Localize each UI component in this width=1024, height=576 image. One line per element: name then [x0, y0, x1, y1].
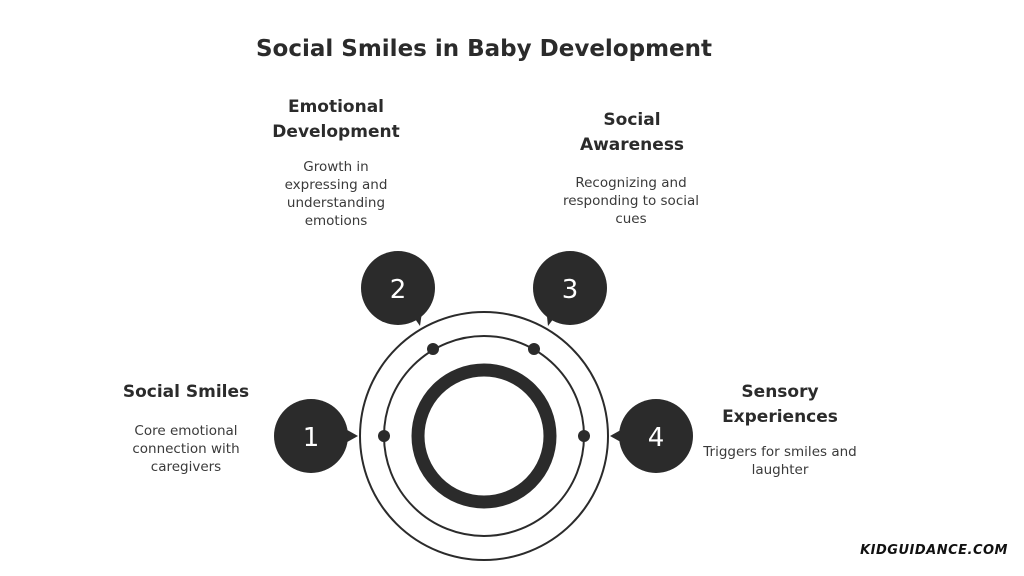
- step-title-2: Emotional Development: [272, 97, 400, 142]
- ring-dot-2: [427, 343, 439, 355]
- ring-dot-1: [378, 430, 390, 442]
- step-title-1: Social Smiles: [122, 382, 250, 402]
- step-title-3: Social Awareness: [579, 110, 685, 155]
- step-badge-1: 1: [274, 399, 358, 473]
- step-number-4: 4: [648, 423, 665, 453]
- site-watermark: KIDGUIDANCE.COM: [860, 543, 1008, 558]
- step-description-4: Triggers for smiles and laughter: [703, 444, 857, 478]
- step-badge-3: 3: [533, 251, 607, 326]
- step-description-3: Recognizing and responding to social cue…: [562, 175, 700, 227]
- step-badge-4: 4: [610, 399, 693, 473]
- ring-dot-3: [528, 343, 540, 355]
- ring-dot-4: [578, 430, 590, 442]
- step-title-4: Sensory Experiences: [722, 382, 838, 427]
- outer-ring: [359, 311, 609, 561]
- step-number-1: 1: [303, 423, 320, 453]
- step-description-1: Core emotional connection with caregiver…: [132, 423, 240, 475]
- diagram-title: Social Smiles in Baby Development: [255, 36, 713, 62]
- step-badge-2: 2: [361, 251, 435, 326]
- step-number-2: 2: [390, 275, 407, 305]
- inner-ring: [411, 363, 557, 509]
- step-description-2: Growth in expressing and understanding e…: [284, 159, 388, 229]
- step-number-3: 3: [562, 275, 579, 305]
